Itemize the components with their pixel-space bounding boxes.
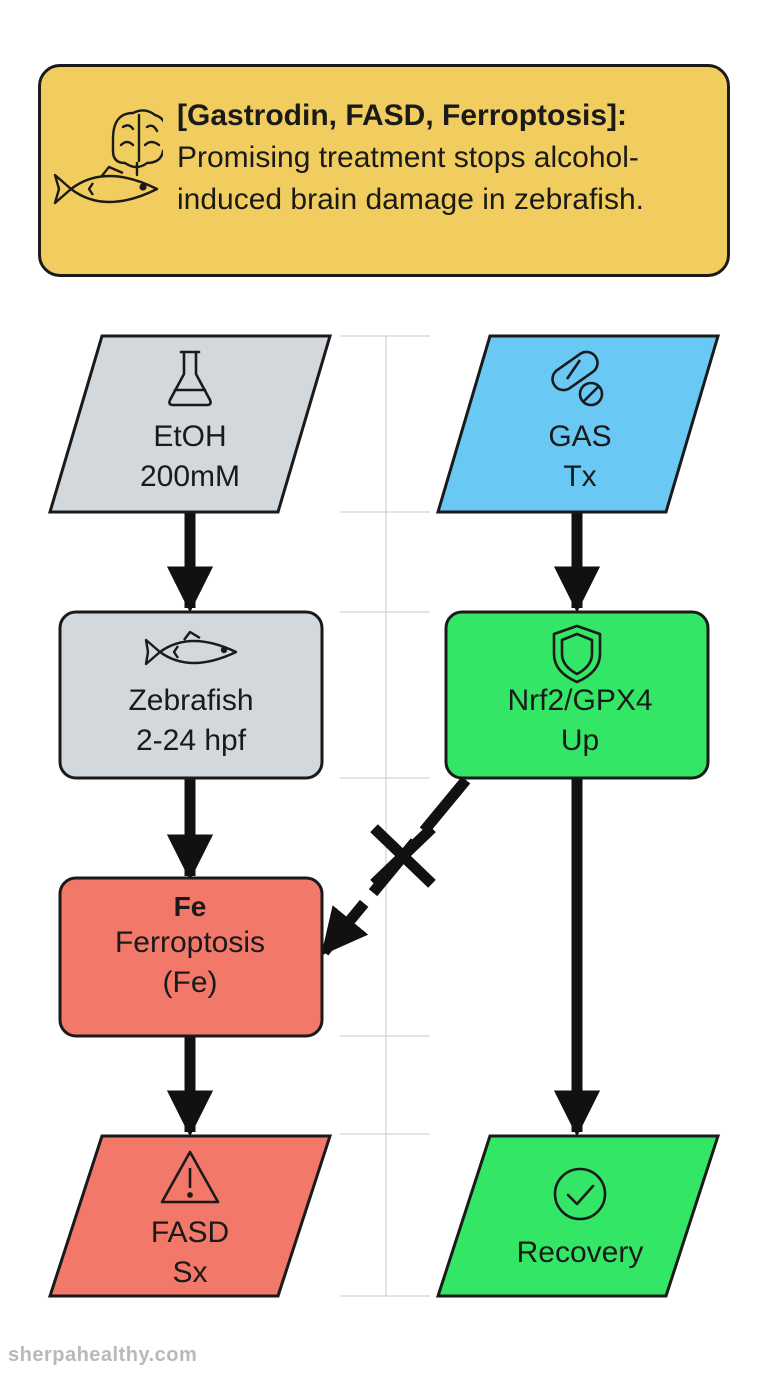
node-ferroptosis-symbol: Fe [174, 891, 207, 922]
background-grid [340, 335, 430, 1297]
node-gas-line2: Tx [563, 460, 596, 493]
node-gas-shape [435, 334, 721, 514]
node-zebrafish-shape [58, 610, 324, 780]
node-nrf2: Nrf2/GPX4 Up [444, 610, 710, 780]
node-zebrafish: Zebrafish 2-24 hpf [58, 610, 324, 780]
warning-icon [160, 1150, 220, 1204]
title-text: [Gastrodin, FASD, Ferroptosis]: Promisin… [177, 95, 717, 221]
pill-icon [551, 350, 604, 407]
inhibition-x-mark [370, 824, 436, 888]
title-icon-group [53, 109, 170, 205]
title-icons [53, 105, 170, 240]
node-fasd-shape [47, 1134, 333, 1298]
node-gas: GAS Tx [435, 334, 721, 514]
node-fasd-line1: FASD [151, 1216, 229, 1249]
node-etoh-line2: 200mM [140, 460, 240, 493]
node-ferroptosis: Fe Ferroptosis (Fe) [58, 876, 324, 1038]
node-nrf2-shape [444, 610, 710, 780]
node-gas-line1: GAS [548, 420, 611, 453]
node-recovery: Recovery [435, 1134, 721, 1298]
node-ferroptosis-line1: Ferroptosis [115, 926, 265, 959]
node-etoh: EtOH 200mM [47, 334, 333, 514]
check-circle-icon [553, 1167, 607, 1221]
brain-icon [111, 109, 170, 177]
page-subtitle: Promising treatment stops alcohol-induce… [177, 141, 644, 216]
node-ferroptosis-line2: (Fe) [163, 966, 218, 999]
fish-icon [144, 630, 238, 666]
watermark: sherpahealthy.com [8, 1344, 198, 1366]
node-zebrafish-line2: 2-24 hpf [136, 724, 247, 757]
node-fasd-line2: Sx [172, 1256, 207, 1289]
node-etoh-line1: EtOH [153, 420, 226, 453]
node-etoh-shape [47, 334, 333, 514]
flask-icon [168, 350, 212, 407]
node-ferroptosis-shape [58, 876, 324, 1038]
node-nrf2-line1: Nrf2/GPX4 [507, 684, 652, 717]
node-fasd: FASD Sx [47, 1134, 333, 1298]
node-zebrafish-line1: Zebrafish [128, 684, 253, 717]
arrows [166, 512, 601, 1137]
page-title: [Gastrodin, FASD, Ferroptosis]: [177, 99, 628, 132]
node-recovery-line1: Recovery [517, 1236, 644, 1269]
title-fish-icon [53, 165, 159, 205]
node-recovery-shape [435, 1134, 721, 1298]
node-nrf2-line2: Up [561, 724, 599, 757]
title-box: [Gastrodin, FASD, Ferroptosis]: Promisin… [38, 64, 730, 277]
shield-icon [552, 624, 602, 684]
